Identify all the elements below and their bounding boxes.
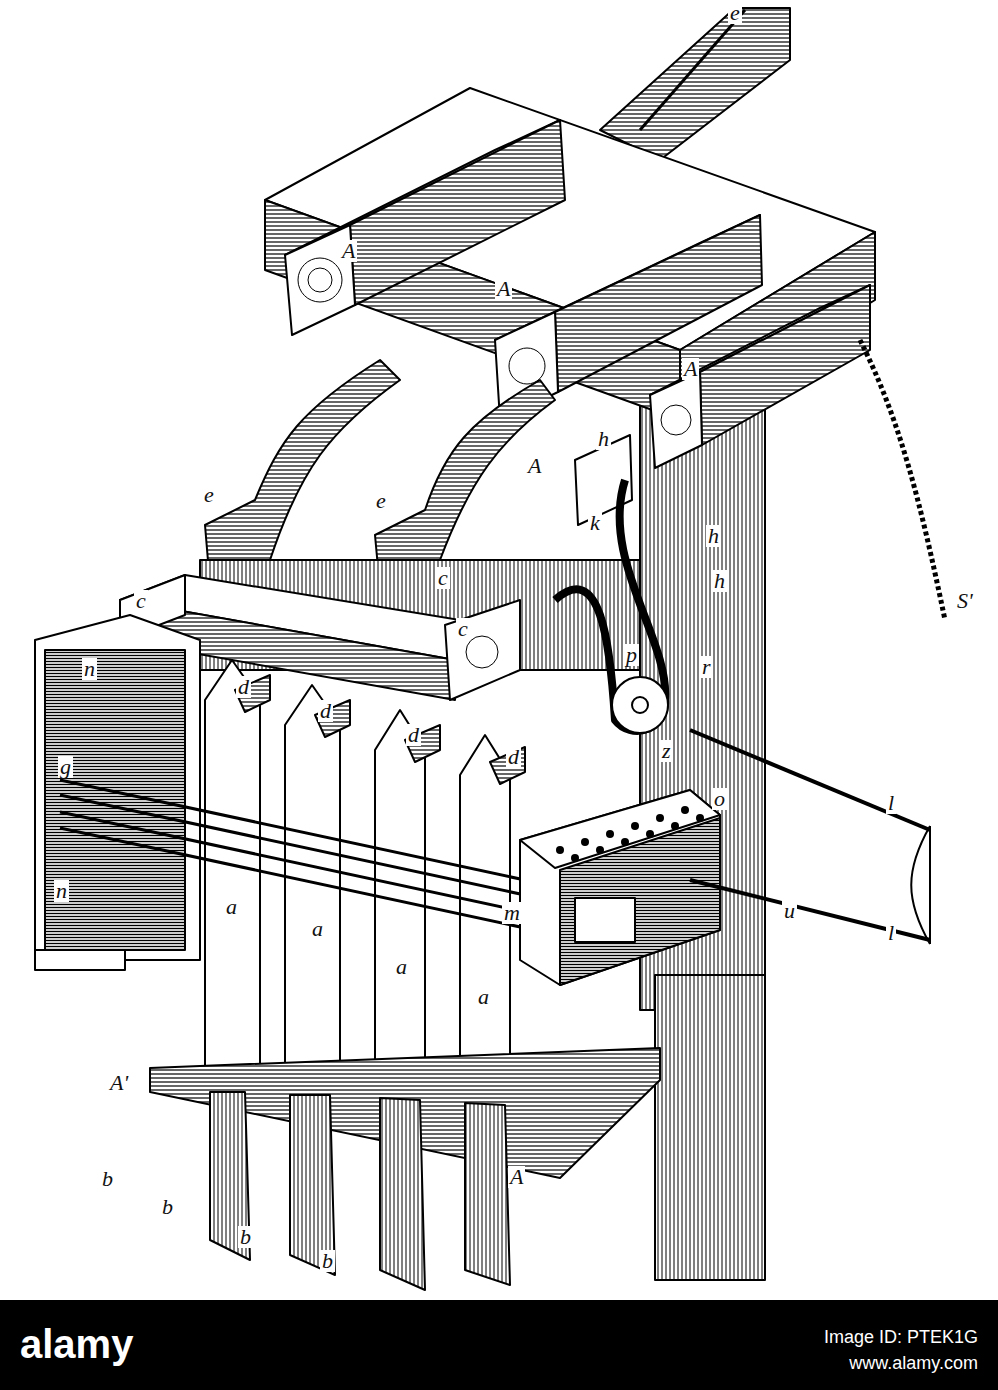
- part-letter: d: [406, 724, 421, 746]
- part-letter: a: [476, 986, 491, 1008]
- part-letter: d: [318, 700, 333, 722]
- part-letter: a: [310, 918, 325, 940]
- part-letter: A': [108, 1072, 130, 1094]
- part-letter: b: [160, 1196, 175, 1218]
- part-letter: h: [596, 428, 611, 450]
- part-letter: c: [456, 618, 470, 640]
- part-letter: g: [58, 756, 73, 778]
- watermark-logo: alamy: [20, 1322, 133, 1366]
- watermark-text: Image ID: PTEK1G: [824, 1326, 978, 1348]
- part-letter: A: [508, 1166, 525, 1188]
- part-letter: p: [624, 644, 639, 666]
- part-letter: r: [700, 656, 713, 678]
- part-letter: A: [526, 455, 543, 477]
- part-letter: A: [340, 240, 357, 262]
- part-letter: d: [236, 676, 251, 698]
- part-letter: a: [394, 956, 409, 978]
- watermark-text: www.alamy.com: [849, 1352, 978, 1374]
- part-letter: z: [660, 740, 673, 762]
- part-letter: l: [886, 792, 896, 814]
- part-letter: A: [495, 278, 512, 300]
- part-letter: e: [374, 490, 388, 512]
- part-letter: k: [588, 512, 602, 534]
- part-letter: e: [202, 484, 216, 506]
- part-letter: n: [82, 658, 97, 680]
- part-letter: A: [682, 358, 699, 380]
- part-letter: e: [728, 2, 742, 24]
- part-letter: h: [712, 570, 727, 592]
- part-letter: a: [224, 896, 239, 918]
- part-letter: b: [320, 1250, 335, 1272]
- part-letter: d: [506, 746, 521, 768]
- part-letter: b: [100, 1168, 115, 1190]
- part-letter: h: [706, 525, 721, 547]
- part-letter: m: [502, 902, 522, 924]
- part-letter: l: [886, 922, 896, 944]
- part-letter: c: [436, 567, 450, 589]
- part-letter: b: [238, 1226, 253, 1248]
- part-letter: u: [782, 900, 797, 922]
- part-letter: o: [712, 788, 727, 810]
- part-letter: n: [54, 880, 69, 902]
- part-letter: c: [134, 590, 148, 612]
- part-letter: S': [955, 590, 975, 612]
